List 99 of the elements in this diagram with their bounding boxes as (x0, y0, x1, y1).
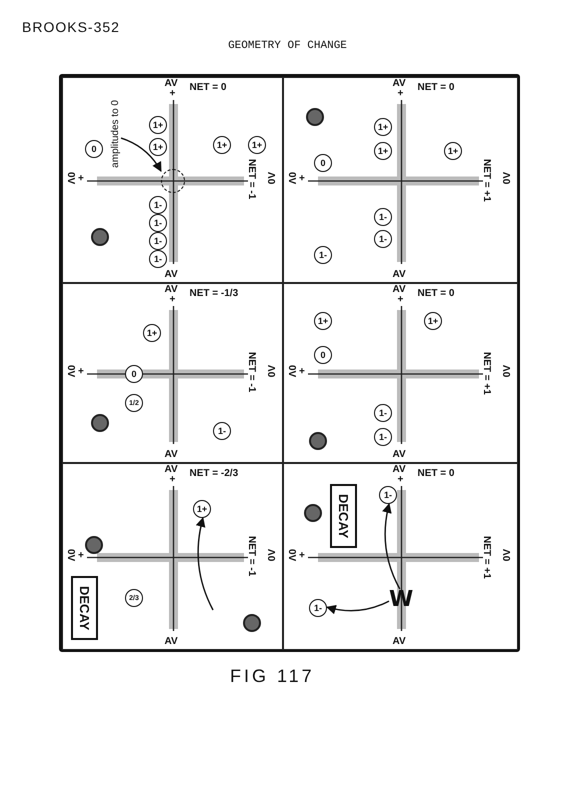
diagram-panel (62, 463, 283, 650)
net-charge-label: NET = 0 (418, 83, 454, 93)
axis-label: 0V (286, 172, 296, 184)
axis-label: AV (392, 465, 406, 475)
particle-dot (91, 228, 109, 246)
charge-circle: 1+ (444, 142, 462, 160)
plus-sign: + (299, 367, 305, 377)
axis-label: AV (164, 79, 178, 89)
net-charge-label: NET = 0 (190, 83, 226, 93)
axis-label: 0V (268, 172, 278, 184)
charge-circle: 1+ (314, 312, 332, 330)
axis-label: AV (164, 285, 178, 295)
axis-label: AV (164, 637, 178, 647)
charge-circle: 1- (314, 246, 332, 264)
axis-label: 0V (65, 365, 75, 378)
plus-sign: + (78, 367, 84, 377)
diagram-panel (62, 283, 283, 463)
net-charge-label: NET = +1 (481, 352, 491, 395)
annotation-text: amplitudes to 0 (111, 100, 121, 168)
plus-sign: + (170, 475, 176, 485)
axis-label: AV (164, 465, 178, 475)
plus-sign: + (299, 174, 305, 184)
origin-circle (161, 169, 185, 193)
document-id: BROOKS-352 (22, 20, 120, 34)
axis-label: 0V (286, 548, 296, 561)
arrow (382, 503, 400, 590)
particle-dot (91, 414, 109, 432)
net-charge-label: NET = 0 (418, 289, 454, 299)
net-charge-label: NET = 0 (418, 469, 454, 479)
axis-label: 0V (503, 365, 513, 378)
axis-label: AV (164, 270, 178, 280)
charge-circle: 1- (374, 208, 392, 226)
diagram-panel (283, 463, 518, 650)
net-charge-label: NET = -1/3 (190, 289, 238, 299)
charge-circle: 1- (309, 599, 327, 617)
net-charge-label: NET = -1 (246, 159, 256, 200)
charge-circle: 0 (85, 140, 103, 158)
charge-circle: 1- (374, 404, 392, 422)
charge-circle: 1+ (374, 118, 392, 136)
plus-sign: + (78, 174, 84, 184)
arrow (196, 517, 214, 610)
charge-circle: 1+ (374, 142, 392, 160)
plus-sign: + (170, 295, 176, 305)
charge-circle: 1+ (143, 324, 161, 342)
particle-dot (309, 432, 327, 450)
net-charge-label: NET = +1 (481, 159, 491, 202)
charge-circle: 1+ (149, 138, 167, 156)
charge-circle: 1- (379, 486, 397, 504)
charge-circle: 1+ (248, 136, 266, 154)
axis-label: 0V (286, 365, 296, 378)
net-charge-label: NET = -1 (246, 536, 256, 576)
axis-label: 0V (268, 548, 278, 561)
plus-sign: + (398, 89, 404, 99)
particle-dot (243, 614, 261, 632)
charge-circle: 1- (149, 232, 167, 250)
axis-label: 0V (503, 548, 513, 561)
decay-box: DECAY (330, 484, 357, 548)
charge-circle: 1+ (213, 136, 231, 154)
diagram-panel (283, 77, 518, 283)
particle-dot (85, 536, 103, 554)
particle-dot (306, 108, 324, 126)
net-charge-label: NET = +1 (481, 536, 491, 578)
plus-sign: + (398, 475, 404, 485)
charge-circle: 0 (314, 154, 332, 172)
plus-sign: + (398, 295, 404, 305)
net-charge-label: NET = -2/3 (190, 469, 238, 479)
axis-label: AV (392, 79, 406, 89)
decay-box: DECAY (71, 576, 98, 640)
charge-circle: 1- (374, 230, 392, 248)
axis-label: AV (392, 637, 406, 647)
axis-label: AV (164, 450, 178, 460)
figure-caption: FIG 117 (230, 666, 315, 687)
charge-circle: 1- (213, 422, 231, 440)
charge-circle: 1+ (193, 500, 211, 518)
plus-sign: + (78, 550, 84, 560)
plus-sign: + (299, 550, 305, 560)
charge-circle: 0 (314, 346, 332, 364)
axis-label: 0V (65, 548, 75, 561)
axis-label: AV (392, 450, 406, 460)
axis-label: AV (392, 285, 406, 295)
charge-circle: 0 (125, 365, 143, 383)
title: GEOMETRY OF CHANGE (227, 40, 348, 52)
diagram-panel (62, 77, 283, 283)
axis-label: AV (392, 270, 406, 280)
arrow (326, 600, 390, 614)
axis-label: 0V (268, 365, 278, 378)
particle-dot (304, 504, 322, 522)
charge-circle: 1- (149, 214, 167, 232)
charge-circle: 1+ (149, 116, 167, 134)
charge-circle: 1- (149, 196, 167, 214)
plus-sign: + (170, 89, 176, 99)
axis-label: 0V (503, 172, 513, 184)
charge-circle: 1+ (424, 312, 442, 330)
net-charge-label: NET = -1 (246, 352, 256, 392)
charge-circle: 1- (374, 428, 392, 446)
diagram-panel (283, 283, 518, 463)
charge-circle: 1- (149, 250, 167, 268)
axis-label: 0V (65, 172, 75, 184)
arrow (120, 137, 162, 172)
